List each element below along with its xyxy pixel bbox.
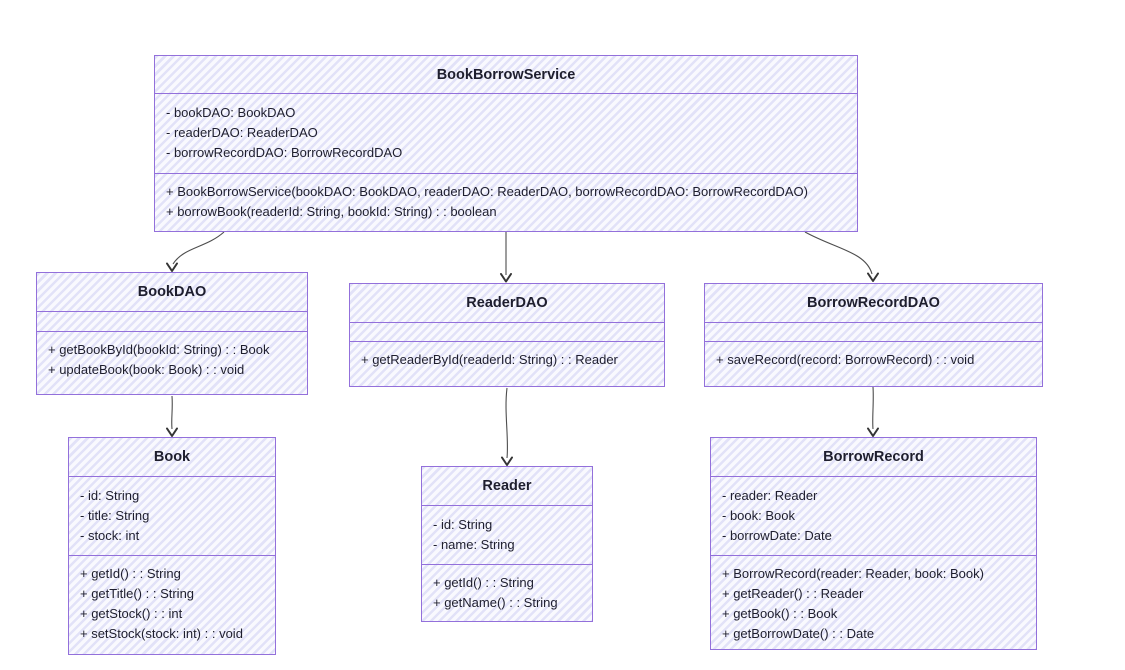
method: + BookBorrowService(bookDAO: BookDAO, re… <box>166 184 808 199</box>
method: + getBook() : : Book <box>722 606 838 621</box>
class-attributes: - id: String - title: String - stock: in… <box>69 477 275 556</box>
attribute: - title: String <box>80 508 150 523</box>
edge-borrowrecorddao-to-borrowrecord <box>867 386 879 437</box>
class-readerdao: ReaderDAO + getReaderById(readerId: Stri… <box>349 283 665 387</box>
attribute: - stock: int <box>80 528 140 543</box>
attribute: - id: String <box>80 488 140 503</box>
class-title: BookDAO <box>37 273 307 312</box>
method: + setStock(stock: int) : : void <box>80 626 243 641</box>
class-bookdao: BookDAO + getBookById(bookId: String) : … <box>36 272 308 395</box>
class-attributes-empty <box>350 323 664 342</box>
method: + borrowBook(readerId: String, bookId: S… <box>166 204 497 219</box>
method: + getId() : : String <box>433 575 534 590</box>
class-title: Book <box>69 438 275 477</box>
attribute: - bookDAO: BookDAO <box>166 105 296 120</box>
class-borrowrecorddao: BorrowRecordDAO + saveRecord(record: Bor… <box>704 283 1043 387</box>
class-attributes-empty <box>705 323 1042 342</box>
edge-readerdao-to-reader <box>501 387 513 466</box>
class-attributes: - bookDAO: BookDAO - readerDAO: ReaderDA… <box>155 94 857 174</box>
class-title: BorrowRecord <box>711 438 1036 477</box>
arrowhead-icon <box>501 456 513 466</box>
method: + getReader() : : Reader <box>722 586 864 601</box>
class-attributes: - reader: Reader - book: Book - borrowDa… <box>711 477 1036 556</box>
edge-service-to-bookdao <box>166 231 225 272</box>
method: + getName() : : String <box>433 595 558 610</box>
class-methods: + BorrowRecord(reader: Reader, book: Boo… <box>711 556 1036 649</box>
method: + updateBook(book: Book) : : void <box>48 362 245 377</box>
attribute: - name: String <box>433 537 515 552</box>
arrowhead-icon <box>166 262 178 272</box>
attribute: - id: String <box>433 517 493 532</box>
class-methods: + BookBorrowService(bookDAO: BookDAO, re… <box>155 174 857 231</box>
method: + getTitle() : : String <box>80 586 195 601</box>
attribute: - reader: Reader <box>722 488 818 503</box>
method: + getStock() : : int <box>80 606 183 621</box>
class-book: Book - id: String - title: String - stoc… <box>68 437 276 655</box>
class-attributes: - id: String - name: String <box>422 506 592 565</box>
class-title: BorrowRecordDAO <box>705 284 1042 323</box>
method: + saveRecord(record: BorrowRecord) : : v… <box>716 352 975 367</box>
arrowhead-icon <box>867 427 879 437</box>
class-methods: + saveRecord(record: BorrowRecord) : : v… <box>705 342 1042 386</box>
class-methods: + getId() : : String + getTitle() : : St… <box>69 556 275 654</box>
attribute: - borrowDate: Date <box>722 528 832 543</box>
edge-bookdao-to-book <box>166 395 178 437</box>
method: + getReaderById(readerId: String) : : Re… <box>361 352 618 367</box>
class-borrowrecord: BorrowRecord - reader: Reader - book: Bo… <box>710 437 1037 650</box>
class-reader: Reader - id: String - name: String + get… <box>421 466 593 622</box>
method: + getBookById(bookId: String) : : Book <box>48 342 270 357</box>
class-bookborrowservice: BookBorrowService - bookDAO: BookDAO - r… <box>154 55 858 232</box>
arrowhead-icon <box>166 427 178 437</box>
edge-service-to-borrowrecorddao <box>804 231 879 282</box>
class-title: BookBorrowService <box>155 56 857 94</box>
arrowhead-icon <box>500 273 512 283</box>
method: + BorrowRecord(reader: Reader, book: Boo… <box>722 566 984 581</box>
edge-service-to-readerdao <box>500 232 512 283</box>
class-attributes-empty <box>37 312 307 332</box>
method: + getId() : : String <box>80 566 181 581</box>
class-title: ReaderDAO <box>350 284 664 323</box>
attribute: - book: Book <box>722 508 795 523</box>
method: + getBorrowDate() : : Date <box>722 626 875 641</box>
attribute: - readerDAO: ReaderDAO <box>166 125 318 140</box>
arrowhead-icon <box>867 272 879 282</box>
class-methods: + getBookById(bookId: String) : : Book +… <box>37 332 307 394</box>
attribute: - borrowRecordDAO: BorrowRecordDAO <box>166 145 403 160</box>
class-title: Reader <box>422 467 592 506</box>
class-methods: + getReaderById(readerId: String) : : Re… <box>350 342 664 386</box>
class-methods: + getId() : : String + getName() : : Str… <box>422 565 592 621</box>
